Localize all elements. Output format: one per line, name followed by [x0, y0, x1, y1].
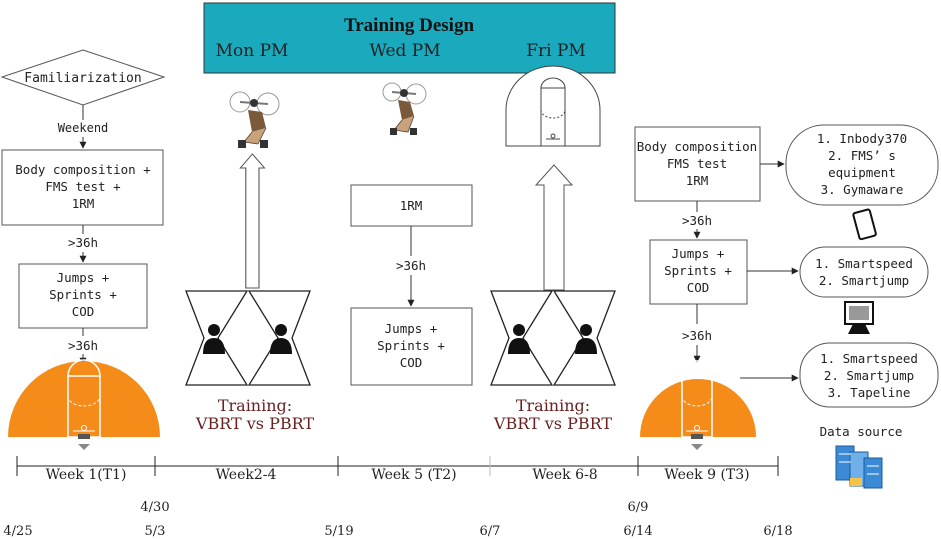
header-day-mon: Mon PM — [216, 41, 289, 61]
date-label: 6/7 — [480, 524, 501, 539]
date-label: 4/30 — [140, 500, 169, 515]
person-icon — [580, 324, 592, 336]
date-label: 4/25 — [3, 524, 32, 539]
equipment-line: 3. Tapeline — [828, 385, 911, 400]
wed-box-label: COD — [400, 355, 423, 370]
right-box-assessment — [634, 126, 761, 202]
left-box-tests — [18, 263, 148, 329]
training-label-right: Training: — [516, 396, 590, 415]
week-label: Week 1(T1) — [46, 467, 127, 483]
header-day-fri: Fri PM — [526, 41, 586, 61]
comparison-icon — [185, 290, 311, 386]
gap-label: >36h — [68, 235, 98, 250]
comparison-icon — [490, 290, 616, 386]
date-label: 5/3 — [145, 524, 166, 539]
wed-box-label: Sprints + — [377, 338, 445, 353]
equipment-line: 2. Smartjump — [824, 368, 914, 383]
equipment-line: 1. Inbody370 — [817, 131, 907, 146]
data-source-label: Data source — [820, 424, 903, 439]
equipment-line: equipment — [828, 165, 896, 180]
training-label-left: VBRT vs PBRT — [195, 414, 314, 433]
left-box-assessment — [1, 149, 164, 226]
person-icon — [513, 324, 525, 336]
person-icon — [208, 324, 220, 336]
week-label: Week 5 (T2) — [371, 467, 456, 483]
up-arrow-icon — [239, 153, 266, 289]
right-flow: Body composition FMS test 1RM 1. Inbody3… — [634, 124, 939, 489]
squat-figure-icon — [229, 91, 280, 148]
header-day-wed: Wed PM — [369, 41, 440, 61]
wed-box-tests — [350, 307, 473, 386]
gap-label: >36h — [682, 213, 712, 228]
right-box-line: COD — [687, 280, 710, 295]
right-box-line: Sprints + — [664, 263, 732, 278]
right-box-line: Jumps + — [672, 246, 725, 261]
week-label: Week 6-8 — [532, 467, 597, 483]
basketball-court-outline-icon — [505, 65, 601, 147]
left-box-line: COD — [72, 304, 95, 319]
equipment-box-1 — [785, 124, 939, 206]
timeline: Week 1(T1) Week2-4 Week 5 (T2) Week 6-8 … — [3, 456, 793, 539]
wed-box-label: Jumps + — [385, 321, 438, 336]
right-box-line: FMS test — [667, 156, 727, 171]
basketball-court-icon — [640, 360, 756, 450]
person-icon — [275, 324, 287, 336]
equipment-box-3 — [799, 342, 939, 408]
date-label: 6/9 — [628, 500, 649, 515]
left-box-line: Body composition + — [15, 162, 150, 177]
equipment-line: 3. Gymaware — [821, 182, 904, 197]
date-label: 5/19 — [324, 524, 353, 539]
date-label: 6/18 — [763, 524, 792, 539]
header-banner: Training Design Mon PM Wed PM Fri PM — [203, 2, 616, 74]
left-box-line: Jumps + — [57, 270, 110, 285]
gap-label: >36h — [396, 258, 426, 273]
left-box-line: FMS test + — [45, 179, 120, 194]
wed-box-label: 1RM — [400, 198, 423, 213]
weekend-label: Weekend — [58, 121, 109, 135]
training-label-right: VBRT vs PBRT — [493, 414, 612, 433]
wed-box-1rm — [350, 184, 473, 227]
training-label-left: Training: — [218, 396, 292, 415]
left-box-line: 1RM — [72, 196, 95, 211]
equipment-line: 2. Smartjump — [819, 273, 909, 288]
date-label: 6/14 — [623, 524, 652, 539]
tablet-icon — [852, 208, 877, 241]
equipment-line: 1. Smartspeed — [820, 351, 918, 366]
familiarization-label: Familiarization — [24, 71, 141, 86]
equipment-line: 2. FMS’ s — [828, 148, 896, 163]
week-label: Week2-4 — [216, 467, 277, 483]
gap-label: >36h — [682, 328, 712, 343]
monitor-icon — [844, 301, 874, 334]
left-box-line: Sprints + — [49, 287, 117, 302]
right-box-line: Body composition — [637, 139, 757, 154]
gap-label: >36h — [68, 338, 98, 353]
week-label: Week 9 (T3) — [664, 467, 749, 483]
up-arrow-icon — [534, 164, 574, 291]
basketball-court-icon — [8, 359, 160, 450]
right-box-tests — [649, 239, 748, 305]
equipment-box-2 — [799, 246, 929, 298]
left-flow: Familiarization Weekend Body composition… — [0, 49, 166, 365]
database-server-icon — [835, 445, 883, 489]
squat-figure-icon — [382, 82, 427, 135]
equipment-line: 1. Smartspeed — [815, 256, 913, 271]
right-box-line: 1RM — [686, 173, 709, 188]
header-title: Training Design — [344, 15, 474, 36]
